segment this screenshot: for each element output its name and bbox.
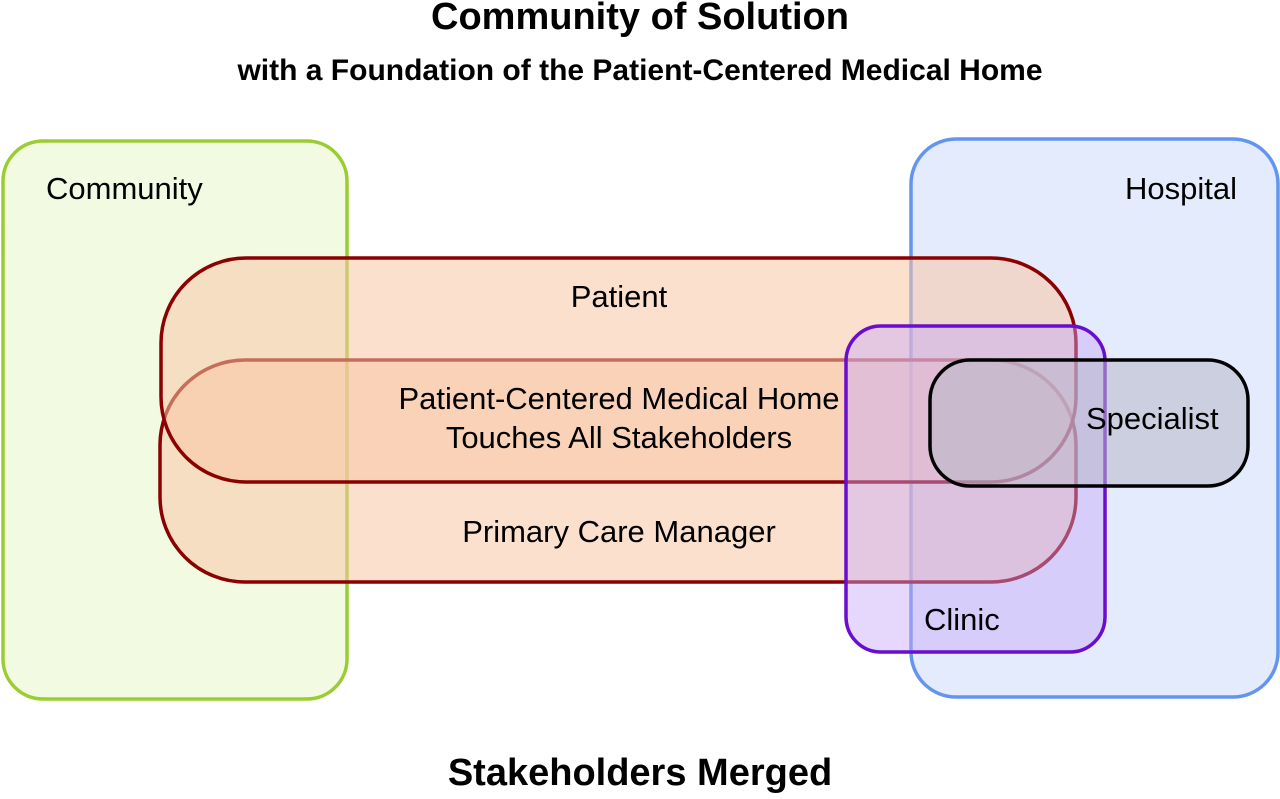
hospital-label: Hospital	[1125, 171, 1237, 206]
specialist-label: Specialist	[1086, 401, 1219, 436]
clinic-label: Clinic	[924, 602, 1000, 637]
pcmh-label-line1: Patient-Centered Medical Home	[398, 381, 839, 416]
diagram-title: Community of Solution	[431, 0, 849, 38]
primary-care-manager-label: Primary Care Manager	[462, 514, 776, 549]
patient-label: Patient	[571, 279, 668, 314]
community-label: Community	[46, 171, 203, 206]
diagram-subtitle: with a Foundation of the Patient-Centere…	[237, 54, 1043, 87]
specialist-region	[928, 358, 1250, 488]
diagram-caption: Stakeholders Merged	[447, 752, 833, 794]
pcmh-label-line2: Touches All Stakeholders	[446, 420, 792, 455]
